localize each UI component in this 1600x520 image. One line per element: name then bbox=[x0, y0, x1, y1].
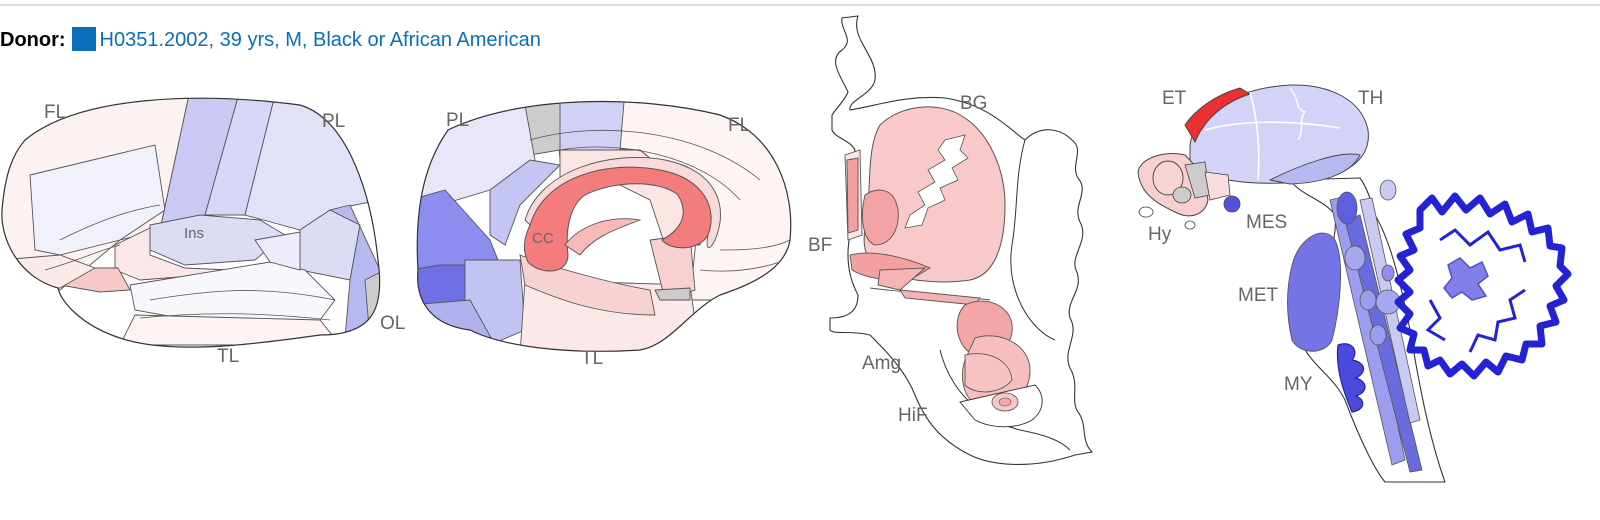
label-pl: PL bbox=[446, 110, 469, 131]
label-my: MY bbox=[1284, 374, 1313, 395]
region-fornix[interactable] bbox=[564, 218, 642, 256]
region-medulla-nucleus[interactable] bbox=[1336, 343, 1366, 413]
donor-info: Donor: H0351.2002, 39 yrs, M, Black or Af… bbox=[0, 27, 541, 52]
donor-link[interactable]: H0351.2002, 39 yrs, M, Black or African … bbox=[99, 29, 541, 51]
region-frontal-mid[interactable] bbox=[29, 144, 166, 256]
label-hy: Hy bbox=[1148, 224, 1172, 245]
donor-label: Donor: bbox=[0, 29, 66, 51]
label-mes: MES bbox=[1246, 212, 1287, 233]
label-ins: Ins bbox=[184, 225, 204, 242]
region-subcallosal[interactable] bbox=[654, 287, 691, 301]
region-cingulate-post[interactable] bbox=[489, 159, 561, 246]
label-bf: BF bbox=[808, 235, 832, 256]
top-divider bbox=[0, 4, 1600, 6]
sagittal-view: ET TH Hy MES MET MY bbox=[1137, 84, 1572, 483]
region-cerebellum[interactable] bbox=[1394, 192, 1572, 380]
region-thalamus-lateral[interactable] bbox=[1268, 153, 1361, 185]
coronal-view: BG BF Amg HiF bbox=[808, 15, 1094, 466]
region-putamen[interactable] bbox=[862, 189, 899, 246]
label-pl: PL bbox=[322, 111, 345, 132]
label-th: TH bbox=[1358, 88, 1383, 109]
label-bg: BG bbox=[960, 93, 987, 114]
label-et: ET bbox=[1162, 88, 1187, 109]
label-fl: FL bbox=[728, 115, 750, 136]
label-ol: OL bbox=[380, 313, 405, 334]
label-fl: FL bbox=[44, 102, 66, 123]
donor-color-swatch bbox=[71, 27, 96, 51]
lateral-view: FL PL Ins OL TL bbox=[1, 97, 405, 367]
region-striatum-pattern[interactable] bbox=[904, 134, 969, 229]
label-tl: TL bbox=[581, 348, 603, 369]
label-hif: HiF bbox=[898, 405, 928, 426]
region-bf-strip[interactable] bbox=[846, 157, 859, 234]
label-met: MET bbox=[1238, 285, 1279, 306]
region-metencephalon[interactable] bbox=[1287, 232, 1341, 352]
label-tl: TL bbox=[217, 346, 239, 367]
medial-view: PL FL CC TL bbox=[416, 100, 792, 369]
label-amg: Amg bbox=[862, 353, 901, 374]
label-cc: CC bbox=[532, 230, 554, 247]
region-temporal-inf[interactable] bbox=[119, 314, 341, 346]
region-angular[interactable] bbox=[254, 231, 301, 271]
